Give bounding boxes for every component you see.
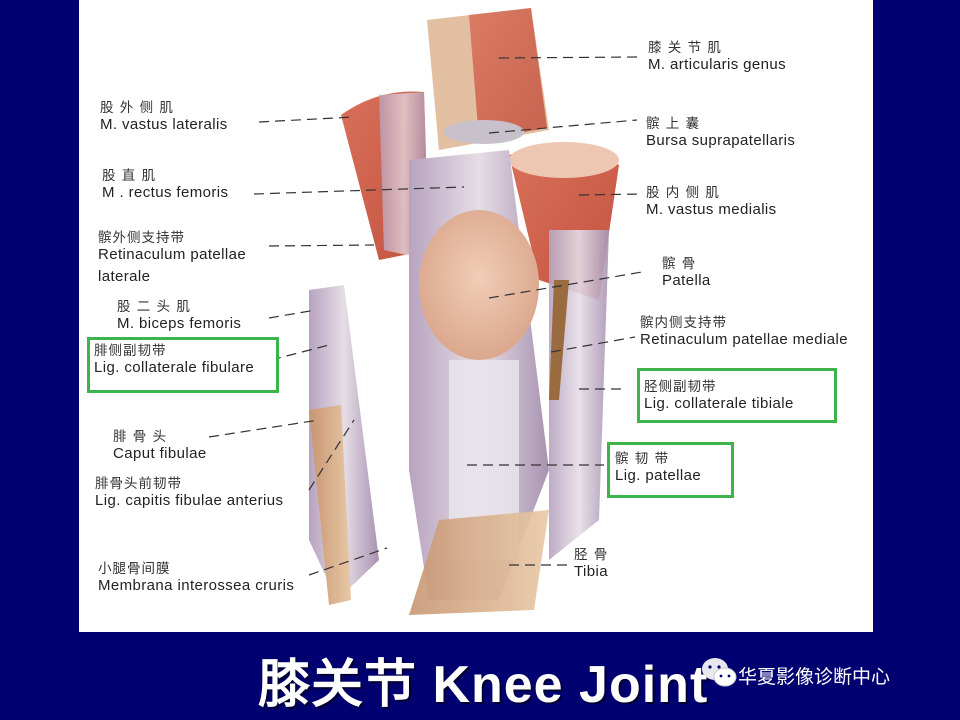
label-ligamentum-patellae: 髌 韧 带 Lig. patellae (615, 451, 702, 485)
label-capitis-fibulae-anterius: 腓骨头前韧带 Lig. capitis fibulae anterius (95, 476, 284, 510)
label-vastus-lateralis: 股 外 侧 肌 M. vastus lateralis (100, 100, 228, 134)
label-bursa-suprapatellaris: 髌 上 囊 Bursa suprapatellaris (646, 116, 796, 150)
label-patella: 髌 骨 Patella (662, 256, 711, 290)
label-membrana-interossea: 小腿骨间膜 Membrana interossea cruris (98, 561, 295, 595)
label-tibia: 胫 骨 Tibia (574, 547, 609, 581)
label-collaterale-fibulare: 腓侧副韧带 Lig. collaterale fibulare (94, 343, 255, 377)
watermark-text: 华夏影像诊断中心 (738, 666, 891, 688)
highlight-box-fibular-collateral (87, 337, 279, 393)
label-vastus-medialis: 股 内 侧 肌 M. vastus medialis (646, 185, 777, 219)
highlight-box-patellar-ligament (607, 442, 734, 498)
highlight-box-tibial-collateral (637, 368, 837, 423)
label-caput-fibulae: 腓 骨 头 Caput fibulae (113, 429, 207, 463)
label-rectus-femoris: 股 直 肌 M . rectus femoris (102, 168, 229, 202)
figure-panel: 股 外 侧 肌 M. vastus lateralis 股 直 肌 M . re… (79, 0, 873, 632)
wechat-icon (702, 658, 737, 687)
label-articularis-genus: 膝 关 节 肌 M. articularis genus (648, 40, 787, 74)
slide-title: 膝关节 Knee Joint (258, 656, 709, 714)
label-biceps-femoris: 股 二 头 肌 M. biceps femoris (117, 299, 242, 333)
label-retinaculum-patellae-laterale: 髌外侧支持带 Retinaculum patellae laterale (98, 230, 247, 285)
knee-anatomy-illustration (208, 8, 643, 615)
label-retinaculum-patellae-mediale: 髌内侧支持带 Retinaculum patellae mediale (640, 315, 848, 349)
label-collaterale-tibiale: 胫侧副韧带 Lig. collaterale tibiale (644, 379, 794, 413)
